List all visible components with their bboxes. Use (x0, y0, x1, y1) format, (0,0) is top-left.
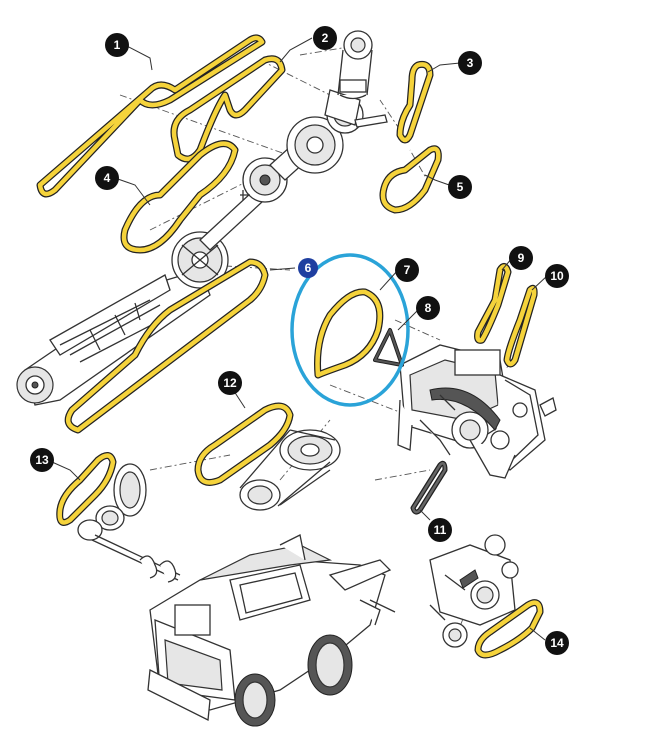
leader-lines (51, 37, 548, 641)
highlight-ring (290, 253, 410, 407)
belt-8 (373, 328, 404, 367)
callout-11: 11 (428, 518, 452, 542)
svg-text:9: 9 (518, 251, 525, 265)
belt-6 (64, 258, 269, 434)
svg-text:13: 13 (35, 453, 49, 467)
svg-text:8: 8 (425, 301, 432, 315)
callout-9: 9 (509, 246, 533, 270)
belt-9 (474, 263, 512, 344)
callout-8: 8 (416, 296, 440, 320)
rotor-drive-pulleys (239, 429, 341, 511)
svg-text:12: 12 (223, 376, 237, 390)
svg-text:6: 6 (305, 261, 312, 275)
svg-text:2: 2 (322, 31, 329, 45)
belt-14 (474, 599, 544, 659)
belt-11 (410, 460, 448, 515)
callout-7: 7 (395, 258, 419, 282)
svg-text:10: 10 (550, 269, 564, 283)
svg-text:3: 3 (467, 56, 474, 70)
callout-3: 3 (458, 51, 482, 75)
callout-1: 1 (105, 33, 129, 57)
unloader-auger-drive (77, 463, 181, 583)
combine-harvester (147, 534, 396, 727)
engine-assembly (397, 344, 557, 479)
belts (36, 34, 544, 659)
callout-2: 2 (313, 26, 337, 50)
svg-text:4: 4 (104, 171, 111, 185)
callout-4: 4 (95, 166, 119, 190)
belt-5 (379, 145, 442, 214)
svg-text:1: 1 (114, 38, 121, 52)
callouts: 1 2 3 4 5 6 7 8 (30, 26, 569, 655)
belt-10 (503, 284, 538, 368)
callout-14: 14 (545, 631, 569, 655)
belt-1 (36, 34, 266, 198)
belt-7 (314, 288, 384, 379)
belt-13 (56, 452, 117, 526)
callout-5: 5 (448, 175, 472, 199)
belt-3 (396, 61, 434, 144)
svg-text:7: 7 (404, 263, 411, 277)
callout-12: 12 (218, 371, 242, 395)
callout-13: 13 (30, 448, 54, 472)
callout-10: 10 (545, 264, 569, 288)
svg-text:11: 11 (434, 523, 447, 537)
engine-front-accessories (429, 534, 519, 648)
svg-text:5: 5 (457, 180, 464, 194)
callout-6: 6 (298, 258, 318, 278)
belt-4 (120, 140, 239, 254)
belt-12 (194, 402, 294, 486)
feeder-drive-assembly (16, 30, 388, 406)
svg-text:14: 14 (550, 636, 564, 650)
